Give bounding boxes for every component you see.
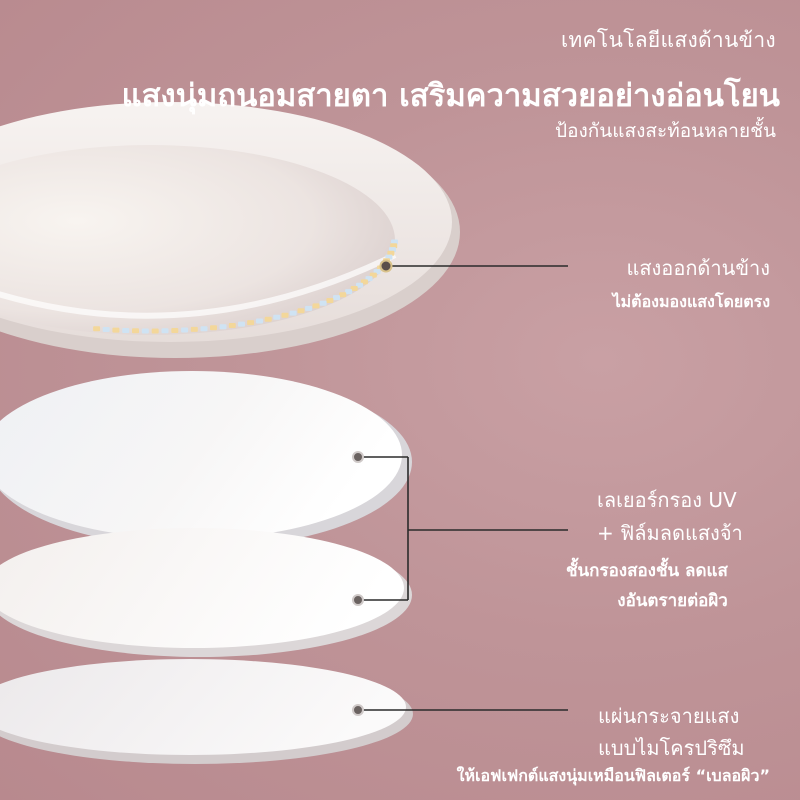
led-chip (333, 295, 340, 301)
led-chip (228, 323, 236, 328)
led-chip (219, 324, 227, 330)
callout-dot-uv (352, 451, 364, 463)
led-chip (93, 326, 101, 332)
led-chip (339, 292, 347, 298)
feature-side-light-title: แสงออกด้านข้าง (626, 256, 770, 280)
led-chip (112, 327, 120, 333)
anti-glare-film-layer (0, 528, 412, 657)
led-chip (141, 328, 149, 334)
led-chip (350, 286, 358, 291)
led-chip (326, 298, 334, 303)
led-chip (264, 316, 272, 322)
led-chip (256, 318, 263, 324)
led-chip (297, 308, 305, 314)
led-chip (312, 303, 320, 309)
callout-dots (352, 259, 393, 716)
led-chip (281, 312, 289, 318)
callout-dot-led (379, 259, 393, 273)
intro-text: เทคโนโลยีแสงด้านข้าง (560, 28, 776, 52)
subheadline: ป้องกันแสงสะท้อนหลายชั้น (555, 120, 776, 142)
headline: แสงนุ่มถนอมสายตา เสริมความสวยอย่างอ่อนโย… (121, 78, 780, 114)
led-chip (289, 310, 297, 316)
led-strip (93, 239, 398, 334)
led-chip (305, 305, 313, 311)
led-chip (356, 282, 363, 288)
feature-uv-filter-title-line1: เลเยอร์กรอง UV (597, 488, 737, 512)
feature-uv-filter-desc-line1: ชั้นกรองสองชั้น ลดแส (566, 561, 728, 581)
led-chip (319, 300, 327, 306)
led-chip (345, 289, 353, 295)
led-chip (210, 325, 217, 331)
uv-filter-layer (0, 371, 412, 548)
feature-side-light-desc: ไม่ต้องมองแสงโดยตรง (612, 292, 770, 311)
led-chip (247, 320, 255, 326)
feature-diffuser-title-line2: แบบไมโครปริซึม (598, 736, 745, 760)
callout-dot-diffuser (352, 704, 364, 716)
callout-lines (358, 265, 568, 711)
led-chip (391, 239, 398, 245)
microprism-diffuser-layer (0, 659, 413, 764)
feature-diffuser-title-line1: แผ่นกระจายแสง (598, 704, 740, 728)
lamp-housing (0, 102, 460, 358)
led-chip (102, 327, 110, 332)
feature-uv-filter-title-line2: + ฟิล์มลดแสงจ้า (597, 521, 743, 545)
led-chip (390, 243, 398, 249)
callout-dot-film (352, 594, 364, 606)
led-chip (151, 328, 159, 334)
feature-diffuser-desc: ให้เอฟเฟกต์แสงนุ่มเหมือนฟิลเตอร์ “เบลอผิ… (456, 766, 770, 785)
led-chip (161, 328, 169, 334)
feature-diffuser-title: แผ่นกระจายแสง แบบไมโครปริซึม (598, 700, 745, 764)
feature-uv-filter-desc-line2: งอันตรายต่อผิว (617, 591, 728, 611)
led-chip (387, 250, 395, 256)
led-chip (132, 328, 139, 334)
led-chip (200, 326, 208, 332)
led-chip (190, 326, 198, 332)
led-chip (181, 327, 189, 333)
led-chip (122, 328, 130, 333)
feature-uv-filter-title: เลเยอร์กรอง UV + ฟิล์มลดแสงจ้า (597, 484, 743, 550)
led-chip (238, 321, 245, 327)
feature-uv-filter-desc: ชั้นกรองสองชั้น ลดแส งอันตรายต่อผิว (566, 556, 728, 616)
led-chip (273, 314, 281, 320)
led-chip (171, 328, 179, 333)
